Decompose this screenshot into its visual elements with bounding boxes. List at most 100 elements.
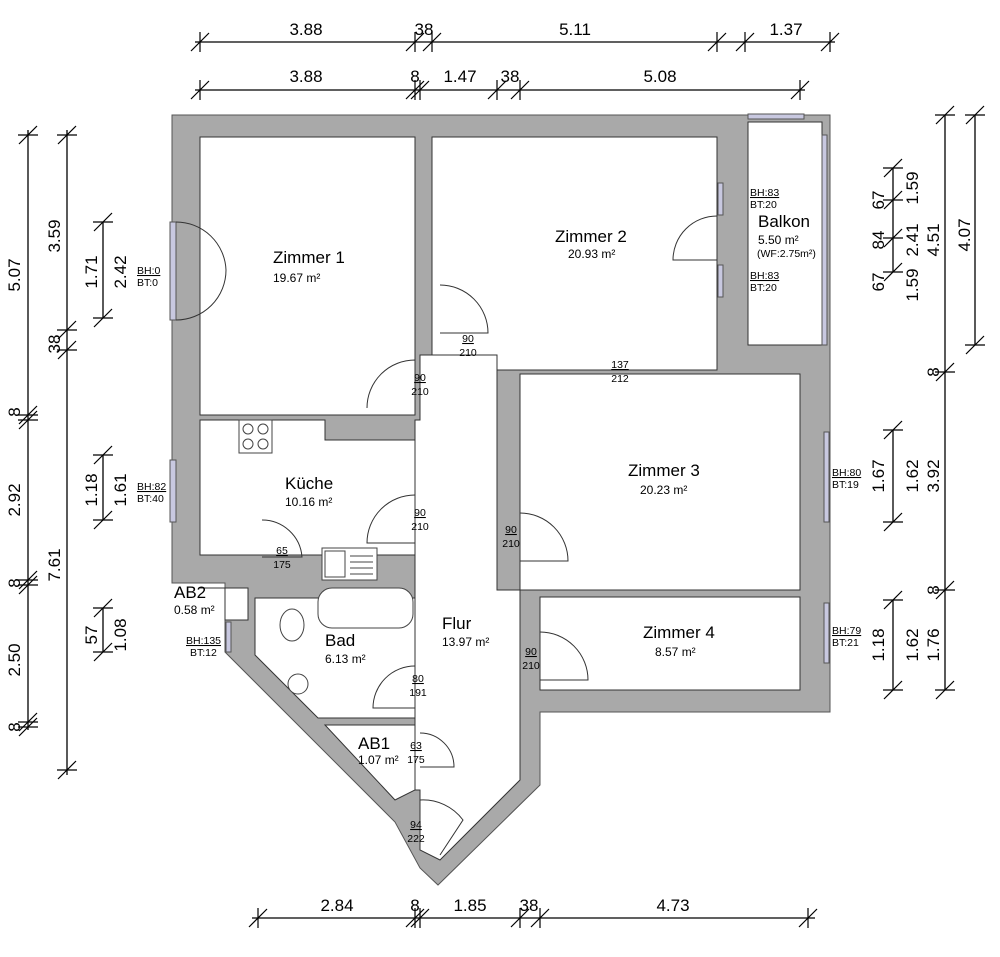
window-balkon-side	[821, 134, 828, 346]
door-width: 90	[525, 646, 537, 658]
dim-label: 57	[82, 626, 101, 645]
dim-label: 3.88	[289, 20, 322, 39]
room-area: 13.97 m²	[442, 635, 489, 649]
door-bad[interactable]	[372, 665, 416, 709]
dim-label: 84	[869, 231, 888, 250]
door-labels: 90 210 90 210 137 212 90 210 90 210 65 1…	[273, 333, 629, 845]
room-ab2	[200, 587, 249, 621]
dim-label: 1.61	[111, 473, 130, 506]
dim-label: 67	[869, 191, 888, 210]
dim-label: 1.47	[443, 67, 476, 86]
window-bh: BH:83	[750, 270, 779, 282]
room-labels: Zimmer 1 19.67 m² Zimmer 2 20.93 m² Balk…	[174, 212, 816, 767]
window-zimmer-2-b	[717, 264, 724, 298]
dim-label: 38	[520, 896, 539, 915]
door-height: 210	[411, 521, 429, 533]
room-flur	[414, 354, 521, 861]
window-bt: BT:0	[137, 277, 158, 289]
door-width: 63	[410, 740, 422, 752]
dim-label: 8	[924, 585, 943, 594]
dim-label: 8	[5, 578, 24, 587]
dim-label: 4.51	[924, 223, 943, 256]
room-area: 6.13 m²	[325, 652, 366, 666]
room-area: 20.93 m²	[568, 247, 615, 261]
dim-label: 8	[5, 407, 24, 416]
door-zimmer-3[interactable]	[519, 512, 569, 562]
window-balkon-top	[747, 113, 805, 120]
door-ab1[interactable]	[419, 732, 455, 768]
room-name: Bad	[325, 631, 355, 650]
door-entrance[interactable]	[419, 799, 464, 856]
door-swing-zimmer-1-window[interactable]	[175, 221, 227, 321]
window-bh: BH:80	[832, 467, 861, 479]
room-zimmer-4	[539, 596, 801, 691]
window-bh: BH:135	[186, 635, 221, 647]
dimension-ticks	[18, 32, 985, 928]
dim-label: 1.71	[82, 255, 101, 288]
room-ab1	[323, 724, 416, 801]
dimension-labels: 3.88 38 5.11 1.37 3.88 8 1.47 38 5.08 2.…	[5, 20, 974, 915]
dim-label: 1.67	[869, 459, 888, 492]
room-area: 5.50 m²	[758, 233, 799, 247]
stove-icon	[238, 419, 273, 454]
door-kueche[interactable]	[366, 494, 416, 544]
window-zimmer-4	[823, 602, 830, 664]
room-name: Zimmer 1	[273, 248, 345, 267]
window-bt: BT:20	[750, 282, 777, 294]
dim-label: 1.18	[869, 628, 888, 661]
door-height: 210	[459, 347, 477, 359]
window-kueche	[169, 459, 177, 523]
door-height: 175	[273, 559, 291, 571]
window-zimmer-3	[823, 431, 830, 523]
window-bt: BT:19	[832, 479, 859, 491]
room-name: AB2	[174, 583, 206, 602]
room-name: AB1	[358, 734, 390, 753]
window-bh: BH:82	[137, 481, 166, 493]
door-width: 137	[611, 359, 629, 371]
door-height: 210	[522, 660, 540, 672]
door-width: 90	[505, 524, 517, 536]
door-zimmer-4[interactable]	[539, 631, 589, 681]
dim-label: 1.62	[903, 628, 922, 661]
door-height: 191	[409, 687, 427, 699]
dim-label: 8	[410, 896, 419, 915]
door-height: 175	[407, 754, 425, 766]
door-ab2[interactable]	[261, 519, 303, 558]
room-zimmer-2	[431, 136, 718, 371]
door-zimmer-1[interactable]	[366, 359, 416, 410]
window-zimmer-1	[169, 221, 177, 321]
dim-label: 8	[410, 67, 419, 86]
room-name: Zimmer 3	[628, 461, 700, 480]
door-height: 222	[407, 833, 425, 845]
window-bt: BT:40	[137, 493, 164, 505]
dim-label: 4.73	[656, 896, 689, 915]
dim-label: 1.85	[453, 896, 486, 915]
dim-label: 2.41	[903, 223, 922, 256]
dim-label: 8	[924, 367, 943, 376]
window-bt: BT:21	[832, 637, 859, 649]
door-zimmer-2[interactable]	[439, 284, 489, 334]
dim-label: 1.59	[903, 171, 922, 204]
door-height: 212	[611, 373, 629, 385]
fixtures	[238, 419, 414, 695]
window-bh: BH:83	[750, 187, 779, 199]
dim-label: 3.88	[289, 67, 322, 86]
room-area: 20.23 m²	[640, 483, 687, 497]
window-labels: BH:0 BT:0 BH:82 BT:40 BH:135 BT:12 BH:83…	[137, 187, 861, 659]
door-width: 90	[414, 507, 426, 519]
door-balkon[interactable]	[672, 215, 718, 261]
door-width: 90	[462, 333, 474, 345]
toilet-icon	[279, 608, 305, 642]
dim-label: 5.07	[5, 258, 24, 291]
door-height: 210	[502, 538, 520, 550]
sink-icon	[321, 547, 378, 581]
room-name: Zimmer 2	[555, 227, 627, 246]
dimension-lines	[27, 41, 976, 919]
window-bt: BT:12	[190, 647, 217, 659]
dim-label: 5.08	[643, 67, 676, 86]
room-name: Flur	[442, 614, 472, 633]
doors	[175, 215, 718, 856]
dim-label: 2.84	[320, 896, 353, 915]
room-name: Balkon	[758, 212, 810, 231]
dim-label: 1.62	[903, 459, 922, 492]
